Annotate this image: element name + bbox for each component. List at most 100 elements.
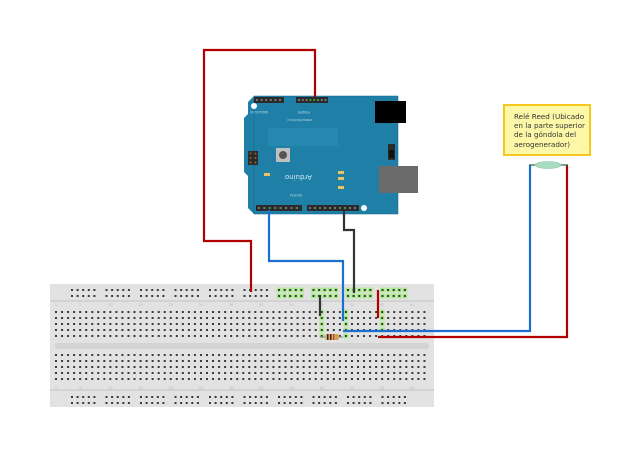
breadboard-hole[interactable] xyxy=(91,354,94,356)
breadboard-hole[interactable] xyxy=(248,378,251,380)
breadboard-hole[interactable] xyxy=(344,354,347,356)
header-pin[interactable] xyxy=(301,99,304,101)
rail-hole[interactable] xyxy=(111,289,114,291)
breadboard-hole[interactable] xyxy=(399,372,402,374)
breadboard-hole[interactable] xyxy=(423,366,426,368)
breadboard-hole[interactable] xyxy=(254,360,257,362)
breadboard-hole[interactable] xyxy=(248,317,251,319)
breadboard-hole[interactable] xyxy=(393,323,396,325)
rail-hole[interactable] xyxy=(145,402,148,404)
rail-hole[interactable] xyxy=(300,396,303,398)
breadboard-hole[interactable] xyxy=(248,329,251,331)
rail-hole[interactable] xyxy=(254,289,257,291)
breadboard-hole[interactable] xyxy=(218,323,221,325)
breadboard-hole[interactable] xyxy=(278,329,281,331)
rail-hole[interactable] xyxy=(71,289,73,291)
rail-hole[interactable] xyxy=(387,295,390,297)
breadboard-hole[interactable] xyxy=(338,366,341,368)
breadboard-hole[interactable] xyxy=(326,323,329,325)
breadboard-hole[interactable] xyxy=(290,311,293,313)
breadboard-hole[interactable] xyxy=(350,378,353,380)
breadboard-hole[interactable] xyxy=(67,329,70,331)
breadboard-hole[interactable] xyxy=(212,323,215,325)
rail-hole[interactable] xyxy=(185,402,188,404)
rail-hole[interactable] xyxy=(196,289,199,291)
rail-hole[interactable] xyxy=(76,289,79,291)
breadboard-hole[interactable] xyxy=(393,354,396,356)
breadboard-hole[interactable] xyxy=(212,335,215,337)
breadboard-hole[interactable] xyxy=(338,311,341,313)
breadboard-hole[interactable] xyxy=(278,311,281,313)
rail-hole[interactable] xyxy=(140,289,142,291)
breadboard-hole[interactable] xyxy=(85,317,88,319)
rail-hole[interactable] xyxy=(93,289,96,291)
breadboard-hole[interactable] xyxy=(302,323,305,325)
rail-hole[interactable] xyxy=(260,295,263,297)
breadboard-hole[interactable] xyxy=(290,329,293,331)
rail-hole[interactable] xyxy=(71,396,73,398)
breadboard-hole[interactable] xyxy=(206,354,208,356)
breadboard-hole[interactable] xyxy=(357,323,359,325)
breadboard-hole[interactable] xyxy=(157,354,160,356)
header-pin[interactable] xyxy=(269,99,272,101)
rail-hole[interactable] xyxy=(318,396,321,398)
breadboard-hole[interactable] xyxy=(314,323,317,325)
breadboard-hole[interactable] xyxy=(296,354,299,356)
breadboard-hole[interactable] xyxy=(332,317,335,319)
breadboard-hole[interactable] xyxy=(218,366,221,368)
breadboard-hole[interactable] xyxy=(79,311,82,313)
breadboard-hole[interactable] xyxy=(67,360,70,362)
breadboard-hole[interactable] xyxy=(79,329,82,331)
breadboard-hole[interactable] xyxy=(97,311,100,313)
breadboard-hole[interactable] xyxy=(157,317,160,319)
rail-hole[interactable] xyxy=(209,396,211,398)
breadboard-hole[interactable] xyxy=(206,366,208,368)
rail-hole[interactable] xyxy=(312,402,315,404)
breadboard-hole[interactable] xyxy=(115,366,118,368)
breadboard-hole[interactable] xyxy=(151,360,154,362)
breadboard-hole[interactable] xyxy=(230,323,233,325)
breadboard-hole[interactable] xyxy=(272,366,275,368)
breadboard-hole[interactable] xyxy=(181,335,184,337)
breadboard-hole[interactable] xyxy=(85,378,88,380)
rail-hole[interactable] xyxy=(278,289,280,291)
breadboard-hole[interactable] xyxy=(344,317,347,319)
rail-hole[interactable] xyxy=(318,289,321,291)
rail-hole[interactable] xyxy=(381,402,384,404)
rail-hole[interactable] xyxy=(145,396,148,398)
rail-hole[interactable] xyxy=(329,295,332,297)
rail-hole[interactable] xyxy=(381,396,384,398)
breadboard-hole[interactable] xyxy=(55,372,57,374)
breadboard-hole[interactable] xyxy=(157,329,160,331)
breadboard-hole[interactable] xyxy=(199,354,202,356)
breadboard-hole[interactable] xyxy=(79,366,82,368)
breadboard-hole[interactable] xyxy=(417,378,420,380)
breadboard-hole[interactable] xyxy=(163,378,166,380)
breadboard-hole[interactable] xyxy=(266,329,269,331)
breadboard-hole[interactable] xyxy=(411,372,414,374)
breadboard-hole[interactable] xyxy=(350,335,353,337)
breadboard-hole[interactable] xyxy=(73,317,76,319)
breadboard-hole[interactable] xyxy=(308,311,311,313)
breadboard-hole[interactable] xyxy=(127,311,130,313)
breadboard-hole[interactable] xyxy=(357,335,359,337)
header-pin[interactable] xyxy=(324,99,327,101)
wire-reed-red[interactable] xyxy=(378,165,569,339)
breadboard-hole[interactable] xyxy=(85,323,88,325)
rail-hole[interactable] xyxy=(249,396,252,398)
breadboard-hole[interactable] xyxy=(242,335,245,337)
breadboard-hole[interactable] xyxy=(284,372,287,374)
rail-hole[interactable] xyxy=(209,402,211,404)
breadboard-hole[interactable] xyxy=(91,360,94,362)
breadboard-hole[interactable] xyxy=(230,360,233,362)
rail-hole[interactable] xyxy=(180,295,183,297)
breadboard-hole[interactable] xyxy=(175,354,178,356)
rail-hole[interactable] xyxy=(323,402,326,404)
rail-hole[interactable] xyxy=(76,295,79,297)
breadboard-hole[interactable] xyxy=(73,323,76,325)
rail-hole[interactable] xyxy=(260,289,263,291)
rail-hole[interactable] xyxy=(196,295,199,297)
rail-hole[interactable] xyxy=(398,402,401,404)
breadboard-hole[interactable] xyxy=(193,360,196,362)
breadboard-hole[interactable] xyxy=(115,372,118,374)
